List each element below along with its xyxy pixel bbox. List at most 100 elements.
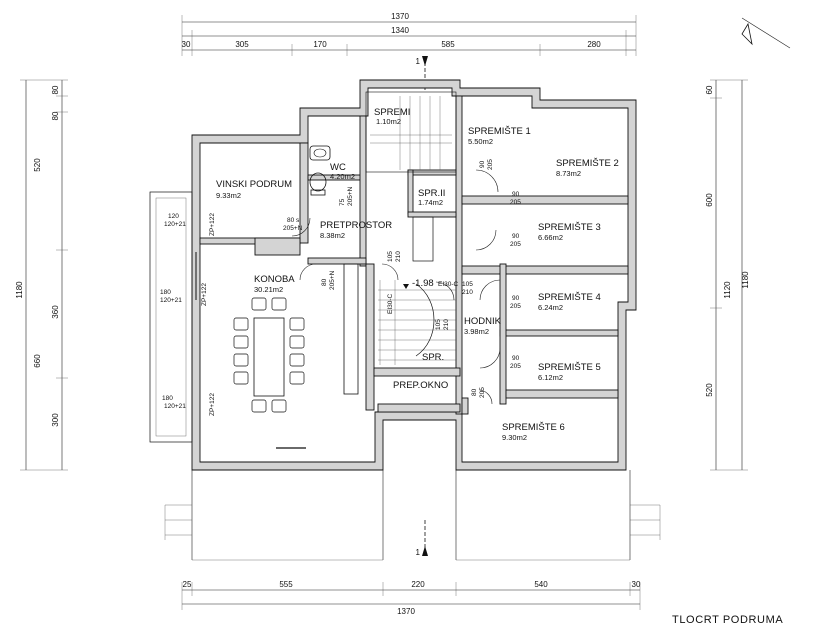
- section-marker-bottom: 1: [416, 520, 428, 557]
- interior-walls: [199, 95, 629, 415]
- room-name: PRETPROSTOR: [320, 220, 392, 231]
- sink-icon: [309, 145, 331, 161]
- elevation-label: -1.98: [412, 278, 434, 289]
- left-dimensions: 1180 80 80 520 360 660 300: [15, 79, 68, 471]
- toilet-icon: [309, 172, 327, 196]
- dim-top-seg: 30: [182, 40, 191, 49]
- opening-label: 80 s: [287, 217, 300, 224]
- room-name: KONOBA: [254, 274, 295, 285]
- room-name: SPREMIŠTE 3: [538, 222, 601, 233]
- room-name: SPREMIŠTE 2: [556, 158, 619, 169]
- dim-top-seg: 280: [587, 40, 601, 49]
- opening-label: 210: [462, 289, 473, 296]
- opening-label: 205+N: [283, 225, 303, 232]
- room-area: 9.30m2: [502, 433, 527, 442]
- staircase: [365, 91, 457, 365]
- elevation-marker: -1.98: [403, 278, 434, 289]
- room-name: SPREMIŠTE 6: [502, 422, 565, 433]
- room-name: VINSKI PODRUM: [216, 179, 292, 190]
- right-dimensions: 60 600 520 1120 1180: [705, 79, 750, 471]
- dim-top-seg: 170: [313, 40, 327, 49]
- opening-label: 105: [387, 251, 394, 262]
- opening-label: 120+21: [164, 403, 186, 410]
- opening-label: 120: [168, 213, 179, 220]
- dim-bottom-overall: 1370: [397, 607, 415, 616]
- opening-label: 205: [510, 241, 521, 248]
- opening-label: ZP+122: [209, 393, 216, 416]
- room-area: 6.66m2: [538, 233, 563, 242]
- dim-bottom-seg: 30: [632, 580, 641, 589]
- top-dimensions: 1370 1340 30 305 170 585 280: [182, 12, 637, 56]
- north-arrow-icon: [741, 17, 791, 49]
- opening-label: 90: [512, 233, 520, 240]
- room-area: 8.73m2: [556, 169, 581, 178]
- bench-icon: [195, 252, 306, 449]
- opening-label: 105: [462, 281, 473, 288]
- opening-label: 75: [339, 198, 346, 206]
- dim-top-seg: 305: [235, 40, 249, 49]
- room-area: 5.50m2: [468, 137, 493, 146]
- room-area: 30.21m2: [254, 285, 283, 294]
- opening-label: 205: [479, 387, 486, 398]
- opening-label: 180: [162, 395, 173, 402]
- room-name: SPREMIŠTE 5: [538, 362, 601, 373]
- dim-left-seg: 80: [51, 111, 60, 120]
- opening-annotations: 120 120+21 180 120+21 180 120+21 ZP+122 …: [160, 159, 521, 416]
- dim-left-seg: 360: [51, 305, 60, 319]
- dim-top-seg: 585: [441, 40, 455, 49]
- room-name: SPREMI: [374, 107, 410, 118]
- dim-bottom-seg: 555: [279, 580, 293, 589]
- dim-left-seg: 300: [51, 413, 60, 427]
- dim-right-seg: 600: [705, 193, 714, 207]
- opening-label: 105: [435, 319, 442, 330]
- room-area: 4.20m2: [330, 172, 355, 181]
- opening-label: 205: [510, 303, 521, 310]
- opening-label: 90: [512, 295, 520, 302]
- room-name: PREP.OKNO: [393, 380, 448, 391]
- dim-top-second: 1340: [391, 26, 409, 35]
- opening-label: ZP+122: [209, 213, 216, 236]
- room-area: 9.33m2: [216, 191, 241, 200]
- dim-right-seg: 60: [705, 85, 714, 94]
- opening-label: 205: [487, 159, 494, 170]
- opening-label: 90: [479, 160, 486, 168]
- opening-label: EI30-C: [387, 293, 394, 314]
- room-name: SPREMIŠTE 4: [538, 292, 601, 303]
- opening-label: 80: [471, 388, 478, 396]
- dim-right-overall: 1180: [741, 271, 750, 289]
- room-name: WC: [330, 162, 346, 173]
- room-area: 1.74m2: [418, 198, 443, 207]
- opening-label: 90: [512, 355, 520, 362]
- opening-label: 205: [510, 363, 521, 370]
- room-area: 3.98m2: [464, 327, 489, 336]
- dim-left-overall: 1180: [15, 281, 24, 299]
- dim-bottom-seg: 540: [534, 580, 548, 589]
- room-area: 6.12m2: [538, 373, 563, 382]
- opening-label: 90: [512, 191, 520, 198]
- opening-label: 205+N: [329, 270, 336, 290]
- room-name: SPR.II: [418, 188, 445, 199]
- light-well-south: [164, 470, 661, 561]
- opening-label: EI30-C: [438, 281, 459, 288]
- opening-label: 80: [321, 278, 328, 286]
- room-name: SPREMIŠTE 1: [468, 126, 531, 137]
- dim-left-seg: 520: [33, 158, 42, 172]
- exterior-walls: [191, 79, 637, 471]
- dim-top-overall: 1370: [391, 12, 409, 21]
- room-name: SPR.: [422, 352, 444, 363]
- dim-bottom-seg: 220: [411, 580, 425, 589]
- room-area: 1.10m2: [376, 117, 401, 126]
- opening-label: 205: [510, 199, 521, 206]
- dim-left-seg: 660: [33, 354, 42, 368]
- terrace-west: [149, 191, 193, 443]
- door-swings: [291, 169, 501, 405]
- room-name: HODNIK: [464, 316, 502, 327]
- dining-table-icon: [233, 297, 305, 413]
- dim-right-second: 1120: [723, 281, 732, 299]
- opening-label: 180: [160, 289, 171, 296]
- bottom-dimensions: 25 555 220 540 30 1370: [181, 580, 641, 616]
- opening-label: 120+21: [160, 297, 182, 304]
- section-marker-label: 1: [416, 548, 421, 557]
- opening-label: 210: [443, 319, 450, 330]
